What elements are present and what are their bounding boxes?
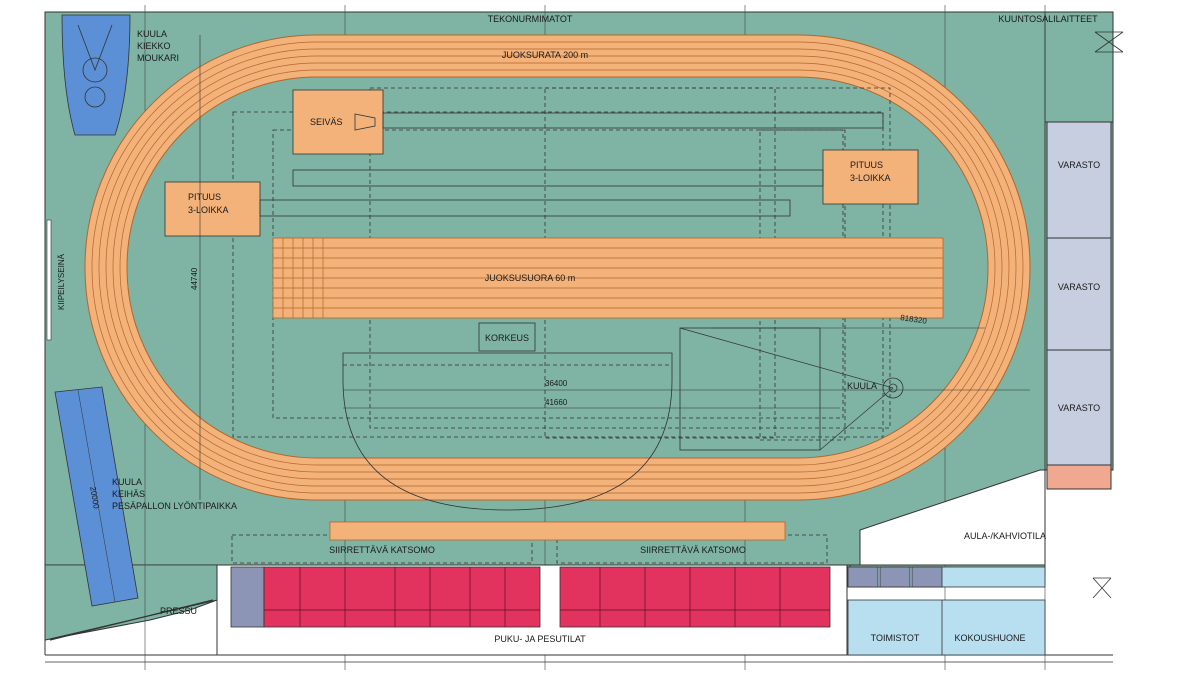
locker-rooms-left [263, 566, 541, 628]
grey-room-3 [911, 566, 943, 588]
locker-partitions [264, 567, 830, 627]
pole-vault-box [354, 113, 376, 131]
shot-sector-line-1 [679, 327, 894, 389]
jump-runway-right [292, 169, 824, 187]
high-jump-label: KORKEUS [485, 333, 529, 343]
pole-vault-label: SEIVÄS [310, 117, 343, 127]
pressu-label: PRESSU [160, 606, 197, 616]
grey-room-1 [847, 566, 879, 588]
throw-area-label-2: KEIHÄS [112, 489, 145, 499]
stand-right-label: SIIRRETTÄVÄ KATSOMO [640, 545, 746, 555]
door-icon-bottom-right [1092, 577, 1112, 599]
track-bottom-extension [329, 521, 786, 541]
storage-1-label: VARASTO [1058, 160, 1100, 170]
dim-36400-label: 36400 [545, 379, 568, 388]
dim-20000-label: 20000 [88, 486, 101, 510]
shot-sector-line-2 [819, 387, 894, 451]
office-rooms [847, 599, 1046, 656]
jump-left-label-2: 3-LOIKKA [188, 205, 229, 215]
track-200-label: JUOKSURATA 200 m [502, 50, 588, 60]
sprint-60-label: JUOKSUSUORA 60 m [485, 273, 576, 283]
gym-equipment-label: KUUNTOSALILAITTEET [998, 14, 1098, 24]
jump-right-label-1: PITUUS [850, 160, 883, 170]
jump-runway-left [259, 199, 791, 217]
dim-818320-label: 818320 [900, 313, 928, 326]
shot-put-label: KUULA [847, 381, 877, 391]
jump-left-label-1: PITUUS [188, 192, 221, 202]
throw-area-label-1: KUULA [112, 477, 142, 487]
dim-41660-label: 41660 [545, 398, 568, 407]
shot-put-circle [882, 377, 904, 399]
pressu-line [49, 599, 214, 641]
locker-rooms-right [559, 566, 831, 628]
pole-vault-runway [382, 112, 884, 129]
lobby-area [859, 469, 1046, 566]
throw-cage [61, 14, 131, 136]
throw-cage-label-3: MOUKARI [137, 53, 179, 63]
artificial-turf-label: TEKONURMIMATOT [488, 14, 573, 24]
storage-room-1 [1046, 121, 1112, 239]
throw-cage-circle-2 [84, 86, 106, 108]
dim-44740-label: 44740 [190, 267, 199, 290]
storage-3-label: VARASTO [1058, 403, 1100, 413]
throw-area-label-3: PESÄPALLON LYÖNTIPAIKKA [112, 501, 237, 511]
shot-put-centre [888, 383, 898, 393]
pole-vault-pit [292, 89, 384, 155]
climbing-wall-label: KIIPEILYSEINÄ [57, 253, 66, 310]
salmon-room [1046, 464, 1112, 490]
throw-cage-label-2: KIEKKO [137, 41, 171, 51]
throw-cage-label-1: KUULA [137, 29, 167, 39]
throw-cage-sector [77, 24, 113, 72]
locker-rooms-label: PUKU- JA PESUTILAT [494, 634, 586, 644]
meeting-room-label: KOKOUSHUONE [954, 633, 1025, 643]
climbing-wall [46, 219, 52, 341]
door-icon-top-right [1094, 31, 1124, 53]
high-jump-fan [342, 352, 673, 511]
javelin-runway-centre [77, 389, 116, 603]
grey-room-2 [879, 566, 911, 588]
sprint-straight-60m [272, 237, 944, 319]
high-jump-pit [478, 322, 536, 352]
locker-grey-room [230, 566, 265, 628]
inner-dashed-4 [544, 87, 776, 439]
stand-left-label: SIIRRETTÄVÄ KATSOMO [329, 545, 435, 555]
field-right-strip [1044, 11, 1114, 123]
storage-2-label: VARASTO [1058, 282, 1100, 292]
jump-right-label-2: 3-LOIKKA [850, 173, 891, 183]
storage-room-2 [1046, 237, 1112, 351]
jump-pit-right [822, 149, 919, 205]
throw-cage-circle-1 [82, 57, 108, 83]
offices-label: TOIMISTOT [871, 633, 920, 643]
lobby-label: AULA-/KAHVIOTILA [964, 531, 1046, 541]
